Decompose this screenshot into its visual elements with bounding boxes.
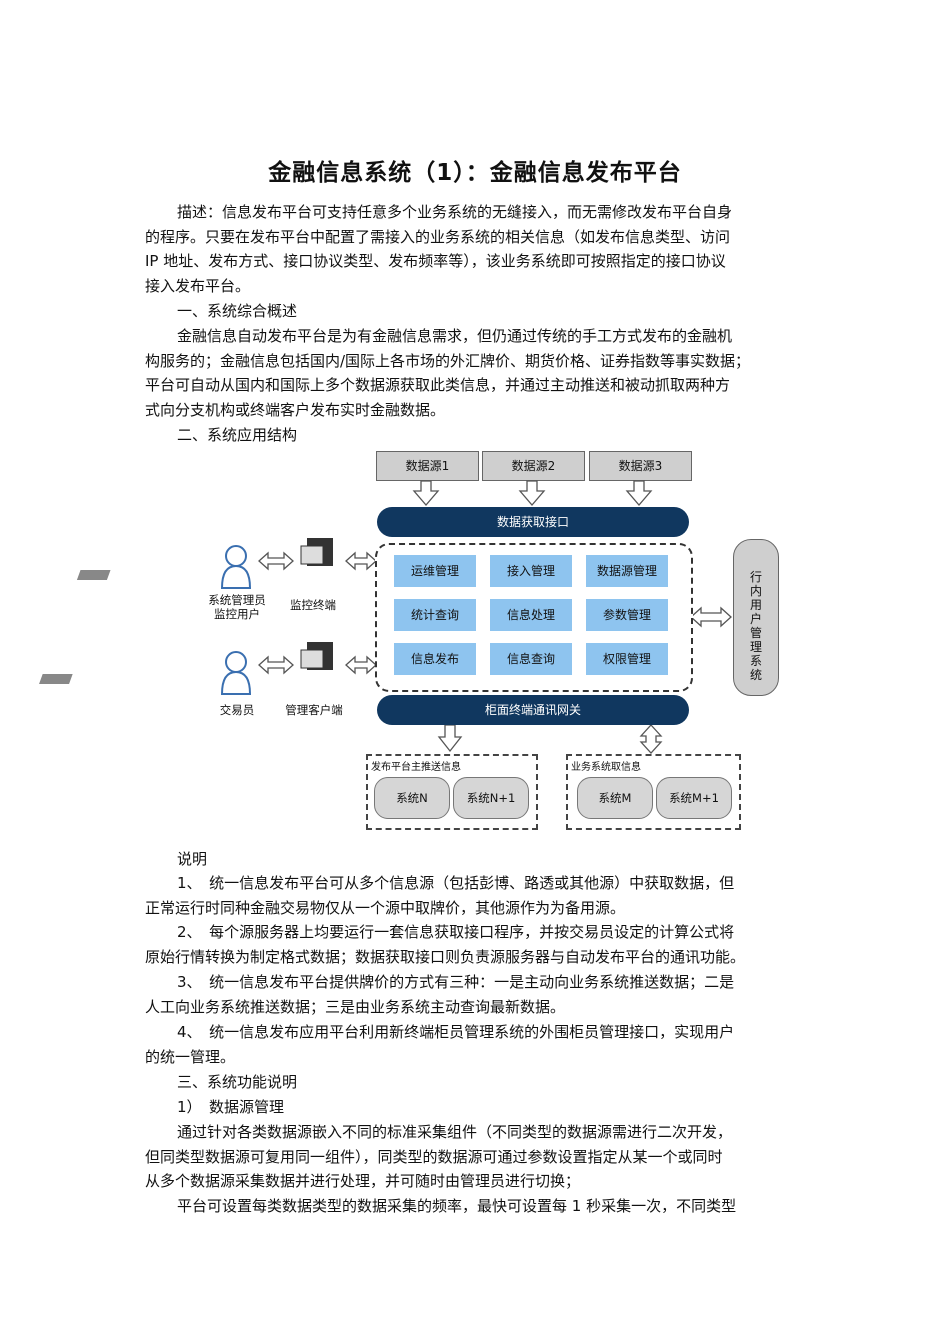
fetch-group-label: 业务系统取信息	[571, 762, 641, 773]
right-system-box: 行内用户管理系统	[733, 539, 779, 696]
double-arrow-icon	[345, 655, 377, 675]
note-line: 4、 统一信息发布应用平台利用新终端柜员管理系统的外围柜员管理接口，实现用户	[145, 1020, 807, 1045]
system-box: 系统N	[374, 777, 450, 819]
intro-line: 的程序。只要在发布平台中配置了需接入的业务系统的相关信息（如发布信息类型、访问	[145, 227, 731, 246]
push-group-box: 发布平台主推送信息	[366, 754, 538, 830]
section1-paragraph: 金融信息自动发布平台是为有金融信息需求，但仍通过传统的手工方式发布的金融机 构服…	[145, 324, 807, 422]
note-4: 4、 统一信息发布应用平台利用新终端柜员管理系统的外围柜员管理接口，实现用户 的…	[145, 1020, 807, 1069]
note-line: 原始行情转换为制定格式数据；数据获取接口则负责源服务器与自动发布平台的通讯功能。	[145, 947, 746, 966]
sub1-heading: 1） 数据源管理	[177, 1098, 285, 1116]
section2-heading: 二、系统应用结构	[177, 426, 298, 444]
module-box: 参数管理	[586, 599, 668, 631]
note-line: 正常运行时同种金融交易物仅从一个源中取牌价，其他源作为为备用源。	[145, 898, 626, 917]
note-number: 1、	[177, 874, 195, 892]
module-box: 信息发布	[394, 643, 476, 675]
user2-label: 交易员	[219, 703, 255, 717]
note-line: 1、 统一信息发布平台可从多个信息源（包括彭博、路透或其他源）中获取数据，但	[145, 871, 807, 896]
computer-icon	[39, 642, 333, 684]
system-box: 系统N+1	[453, 777, 529, 819]
note-line: 人工向业务系统推送数据；三是由业务系统主动查询最新数据。	[145, 997, 566, 1016]
module-box: 运维管理	[394, 555, 476, 587]
note-text: 统一信息发布应用平台利用新终端柜员管理系统的外围柜员管理接口，实现用户	[209, 1023, 735, 1041]
source-box-2: 数据源2	[482, 451, 585, 481]
note-line: 的统一管理。	[145, 1047, 236, 1066]
down-arrow-icon	[412, 480, 440, 506]
system-box: 系统M	[577, 777, 653, 819]
double-arrow-icon	[258, 551, 294, 571]
module-box: 数据源管理	[586, 555, 668, 587]
source-box-3: 数据源3	[589, 451, 692, 481]
note-3: 3、 统一信息发布平台提供牌价的方式有三种：一是主动向业务系统推送数据；二是 人…	[145, 970, 807, 1019]
intro-paragraph: 描述：信息发布平台可支持任意多个业务系统的无缝接入，而无需修改发布平台自身 的程…	[145, 200, 807, 298]
updown-arrow-icon	[639, 724, 663, 754]
fetch-group-box: 业务系统取信息	[566, 754, 741, 830]
sub1-line: 但同类型数据源可复用同一组件），同类型的数据源可通过参数设置指定从某一个或同时	[145, 1147, 723, 1166]
user-icon	[220, 651, 252, 695]
terminal1-label: 监控终端	[290, 598, 336, 612]
double-arrow-icon	[690, 606, 732, 628]
down-arrow-icon	[625, 480, 653, 506]
sub1-line: 通过针对各类数据源嵌入不同的标准采集组件（不同类型的数据源需进行二次开发，	[177, 1123, 733, 1141]
user-icon	[220, 545, 252, 589]
note-1: 1、 统一信息发布平台可从多个信息源（包括彭博、路透或其他源）中获取数据，但 正…	[145, 871, 807, 920]
module-box: 信息处理	[490, 599, 572, 631]
note-line: 3、 统一信息发布平台提供牌价的方式有三种：一是主动向业务系统推送数据；二是	[145, 970, 807, 995]
sub1-line: 从多个数据源采集数据并进行处理，并可随时由管理员进行切换；	[145, 1172, 581, 1190]
down-arrow-icon	[437, 724, 463, 753]
section1-line: 式向分支机构或终端客户发布实时金融数据。	[145, 400, 446, 419]
page-title: 金融信息系统（1）：金融信息发布平台	[268, 160, 682, 186]
intro-line: 接入发布平台。	[145, 276, 251, 295]
note-number: 4、	[177, 1023, 195, 1041]
right-system-label: 行内用户管理系统	[749, 570, 762, 682]
sub1-paragraph: 通过针对各类数据源嵌入不同的标准采集组件（不同类型的数据源需进行二次开发， 但同…	[145, 1120, 807, 1218]
user1-label: 系统管理员 监控用户	[208, 593, 266, 621]
sub1-line: 平台可设置每类数据类型的数据采集的频率，最快可设置每 1 秒采集一次，不同类型	[177, 1196, 737, 1215]
intro-line: 描述：信息发布平台可支持任意多个业务系统的无缝接入，而无需修改发布平台自身	[177, 203, 733, 221]
module-box: 信息查询	[490, 643, 572, 675]
note-line: 2、 每个源服务器上均要运行一套信息获取接口程序，并按交易员设定的计算公式将	[145, 920, 807, 945]
section1-heading: 一、系统综合概述	[177, 302, 298, 320]
section1-line: 构服务的；金融信息包括国内/国际上各市场的外汇牌价、期货价格、证券指数等事实数据…	[145, 351, 751, 370]
note-text: 统一信息发布平台提供牌价的方式有三种：一是主动向业务系统推送数据；二是	[209, 973, 735, 991]
section1-line: 平台可自动从国内和国际上多个数据源获取此类信息，并通过主动推送和被动抓取两种方	[145, 376, 731, 394]
note-number: 2、	[177, 923, 195, 941]
module-box: 接入管理	[490, 555, 572, 587]
terminal2-label: 管理客户端	[285, 703, 343, 717]
section3-heading: 三、系统功能说明	[177, 1073, 298, 1091]
note-number: 3、	[177, 973, 195, 991]
system-box: 系统M+1	[656, 777, 732, 819]
bottom-bus: 柜面终端通讯网关	[377, 695, 689, 725]
module-box: 权限管理	[586, 643, 668, 675]
computer-icon	[76, 538, 333, 580]
note-text: 统一信息发布平台可从多个信息源（包括彭博、路透或其他源）中获取数据，但	[209, 874, 735, 892]
top-bus: 数据获取接口	[377, 507, 689, 537]
intro-line: IP 地址、发布方式、接口协议类型、发布频率等），该业务系统即可按照指定的接口协…	[145, 252, 726, 270]
note-text: 每个源服务器上均要运行一套信息获取接口程序，并按交易员设定的计算公式将	[209, 923, 735, 941]
push-group-label: 发布平台主推送信息	[371, 762, 461, 773]
section1-line: 金融信息自动发布平台是为有金融信息需求，但仍通过传统的手工方式发布的金融机	[177, 327, 733, 345]
module-box: 统计查询	[394, 599, 476, 631]
double-arrow-icon	[258, 655, 294, 675]
notes-heading: 说明	[177, 850, 208, 868]
double-arrow-icon	[345, 551, 377, 571]
down-arrow-icon	[518, 480, 546, 506]
source-box-1: 数据源1	[376, 451, 479, 481]
note-2: 2、 每个源服务器上均要运行一套信息获取接口程序，并按交易员设定的计算公式将 原…	[145, 920, 807, 969]
